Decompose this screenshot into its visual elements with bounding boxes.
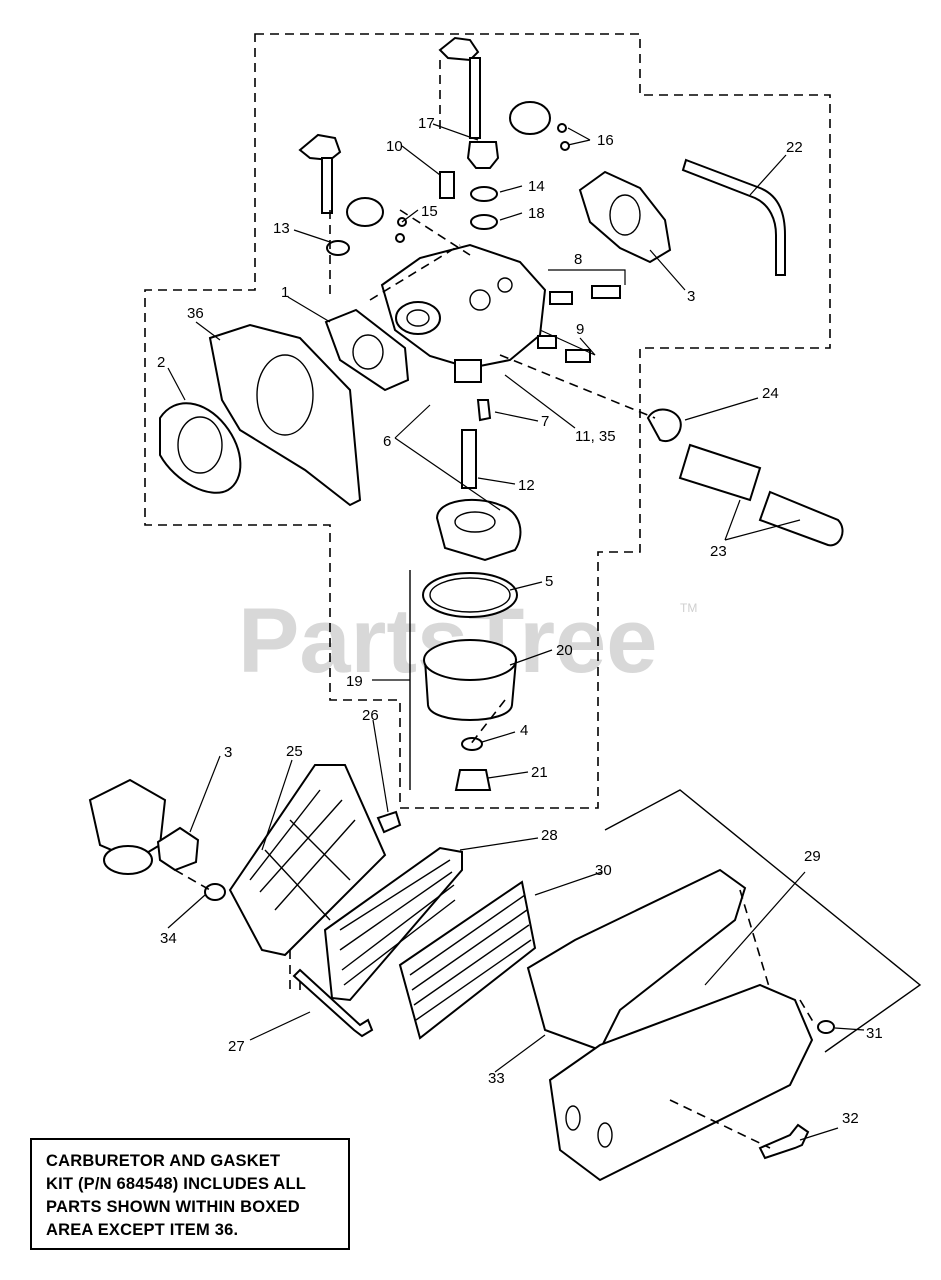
callout-31: 31 [866, 1025, 883, 1042]
callout-22: 22 [786, 139, 803, 156]
clamp-24 [646, 408, 682, 443]
choke-shaft-part [298, 133, 384, 227]
callout-6: 6 [383, 433, 391, 450]
housing-29 [548, 983, 814, 1182]
adjust-screws-9 [537, 335, 591, 363]
wing-screw-32 [758, 1123, 810, 1160]
screws-16 [557, 123, 570, 151]
kit-note-line-1: CARBURETOR AND GASKET [46, 1152, 281, 1170]
gasket-2 [159, 402, 242, 494]
idle-screw-part [439, 171, 455, 199]
screws-15 [395, 217, 407, 243]
callout-16: 16 [597, 132, 614, 149]
air-cleaner-base-25 [228, 764, 387, 957]
pin-12 [461, 429, 477, 489]
kit-note: CARBURETOR AND GASKET KIT (P/N 684548) I… [30, 1138, 350, 1250]
callout-26: 26 [362, 707, 379, 724]
callout-36: 36 [187, 305, 204, 322]
callout-3-lower: 3 [224, 744, 232, 761]
callout-12: 12 [518, 477, 535, 494]
callout-15: 15 [421, 203, 438, 220]
bolt-27 [292, 968, 374, 1038]
gasket-3-lower [156, 826, 200, 872]
callout-23: 23 [710, 543, 727, 560]
assembly-lines [174, 60, 816, 1149]
gasket-1 [324, 308, 410, 392]
callout-28: 28 [541, 827, 558, 844]
callout-5: 5 [545, 573, 553, 590]
float-bowl-20 [423, 639, 518, 721]
callout-32: 32 [842, 1110, 859, 1127]
washer-13 [326, 240, 350, 256]
callout-1: 1 [281, 284, 289, 301]
washer-31 [817, 1020, 835, 1034]
callout-2: 2 [157, 354, 165, 371]
leader-lines [167, 123, 865, 1141]
callout-labels: 1 2 3 3 4 5 6 7 8 9 10 11, 35 12 13 14 1… [157, 115, 883, 1127]
callout-34: 34 [160, 930, 177, 947]
kit-note-line-4: AREA EXCEPT ITEM 36. [46, 1221, 239, 1239]
throttle-shaft-part [438, 36, 551, 139]
callout-17: 17 [418, 115, 435, 132]
callout-25: 25 [286, 743, 303, 760]
spacer-34 [204, 883, 226, 901]
kit-boundary [144, 33, 831, 809]
callout-4: 4 [520, 722, 528, 739]
callout-18: 18 [528, 205, 545, 222]
fitting-part [466, 141, 500, 169]
callout-20: 20 [556, 642, 573, 659]
callout-24: 24 [762, 385, 779, 402]
callout-21: 21 [531, 764, 548, 781]
callout-10: 10 [386, 138, 403, 155]
washer-4 [461, 737, 483, 751]
callout-30: 30 [595, 862, 612, 879]
pre-cleaner-30 [398, 880, 537, 1040]
callout-13: 13 [273, 220, 290, 237]
callout-19: 19 [346, 673, 363, 690]
washer-18 [470, 214, 498, 230]
kit-note-line-3: PARTS SHOWN WITHIN BOXED [46, 1198, 300, 1216]
gasket-3-upper [578, 170, 672, 264]
float-part [435, 498, 522, 562]
cover-33 [526, 868, 747, 1052]
adjust-screws-8 [549, 285, 621, 305]
tube-22 [681, 158, 786, 276]
callout-27: 27 [228, 1038, 245, 1055]
washer-14 [470, 186, 498, 202]
kit-note-line-2: KIT (P/N 684548) INCLUDES ALL [46, 1175, 307, 1193]
small-carburetor [88, 778, 167, 875]
hose-23 [678, 443, 844, 547]
callout-11-35: 11, 35 [575, 428, 616, 445]
bowl-nut-21 [454, 769, 492, 791]
callout-7: 7 [541, 413, 549, 430]
callout-8: 8 [574, 251, 582, 268]
housing-outline-29 [604, 789, 922, 1053]
callout-29: 29 [804, 848, 821, 865]
callout-33: 33 [488, 1070, 505, 1087]
callout-14: 14 [528, 178, 545, 195]
watermark-trademark: TM [680, 601, 697, 615]
needle-7 [476, 399, 492, 422]
callout-9: 9 [576, 321, 584, 338]
bowl-gasket-5 [422, 572, 518, 618]
gasket-36 [208, 323, 362, 507]
callout-3-upper: 3 [687, 288, 695, 305]
screw-26 [376, 810, 402, 834]
